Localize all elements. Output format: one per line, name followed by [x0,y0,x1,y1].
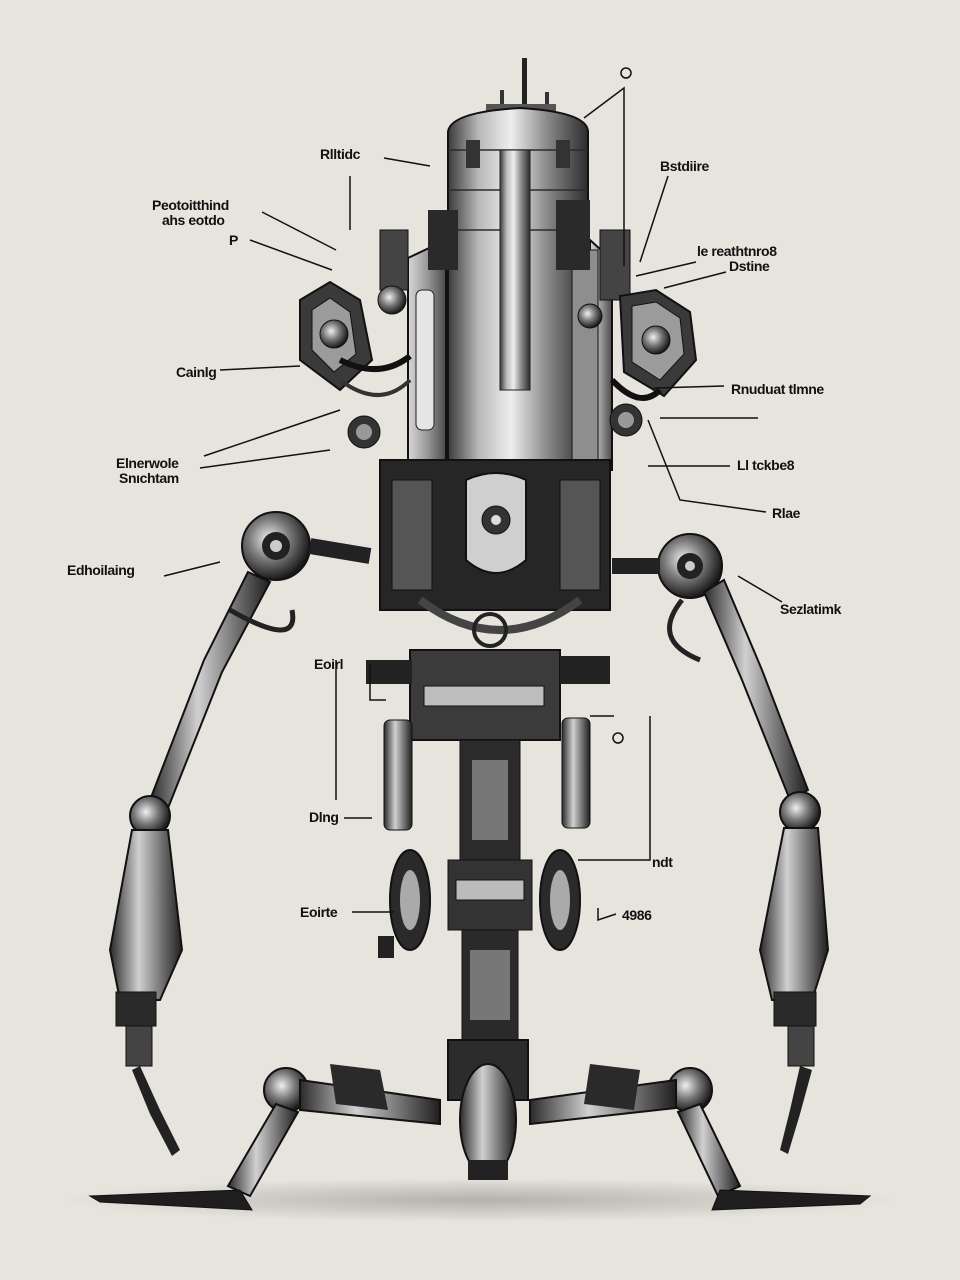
right-leg [529,1064,872,1211]
right-arm [612,533,830,1154]
label-4986: 4986 [622,907,652,923]
label-sezlatimk: Sezlatimk [780,601,841,617]
label-rlltidc: Rlltidc [320,146,360,162]
label-elnerwole: Elnerwole Snıchtam [116,456,179,486]
label-bstdiire: Bstdiire [660,158,709,174]
left-leg [88,1064,441,1211]
right-shoulder-assembly [609,288,698,437]
label-peotoitthind: Peotoitthind ahs eotdo [152,198,229,228]
leader-lines [163,67,783,922]
head-module [447,58,589,471]
label-edhoilaing: Edhoilaing [67,562,135,578]
torso-side-panels [377,200,631,471]
label-p: P [229,232,238,248]
right-hip-disc [539,849,581,951]
left-hip-disc [378,849,431,958]
label-line-1: le reathtnro8 [697,243,777,259]
pelvis-module [366,649,610,831]
ground-shadow [60,1178,900,1222]
spine-column [447,739,533,1041]
label-cainlg: Cainlg [176,364,217,380]
label-eoirl: Eoirl [314,656,344,672]
label-line-2: Dstine [729,258,770,274]
label-line-2: ahs eotdo [162,212,225,228]
left-arm [108,511,372,1156]
label-dlng: Dlng [309,809,339,825]
label-rlae: Rlae [772,505,800,521]
label-ll-tckbe8: Ll tckbe8 [737,457,795,473]
chest-core [379,459,611,648]
left-shoulder-assembly [299,280,412,449]
label-line-1: Peotoitthind [152,197,229,213]
label-eoirte: Eoirte [300,904,338,920]
label-reathtnro8: le reathtnro8 Dstine [697,244,777,274]
label-line-1: Elnerwole [116,455,179,471]
label-rnuduat-tlmne: Rnuduat tlmne [731,381,824,397]
label-ndt: ndt [652,854,673,870]
center-hub [447,1039,529,1180]
label-line-2: Snıchtam [119,470,179,486]
